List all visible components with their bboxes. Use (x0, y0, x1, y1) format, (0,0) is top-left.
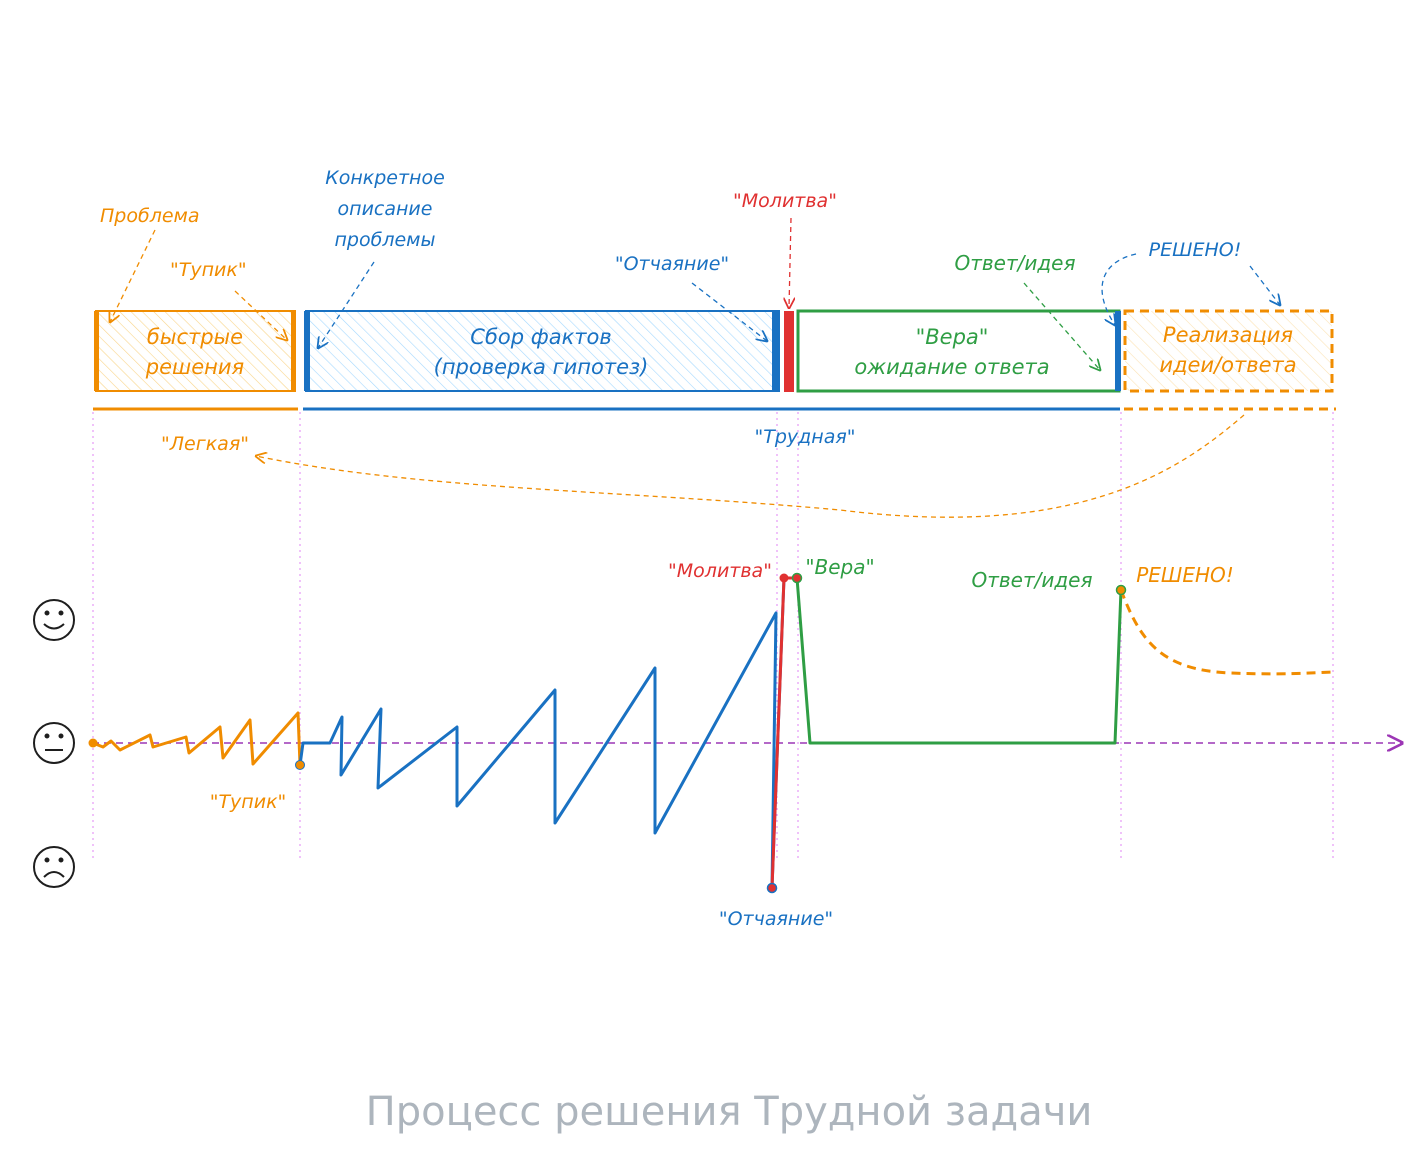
phase-implementation: Реализация идеи/ответа (1123, 309, 1334, 393)
quick-label-2: решения (145, 355, 244, 379)
concrete-label-3: проблемы (335, 229, 436, 251)
solved-top-label: РЕШЕНО! (1149, 239, 1242, 261)
sad-face-icon (33, 846, 75, 888)
start-dot (88, 738, 98, 748)
phase-prayer-marker (784, 311, 794, 392)
mood-curve-prayer (770, 577, 786, 889)
deadend-dot (295, 760, 305, 770)
answer-top-label: Ответ/идея (954, 251, 1075, 275)
problem-arrow (110, 229, 156, 322)
concrete-label-2: описание (338, 198, 433, 220)
deadend-mood-label: "Тупик" (210, 791, 287, 813)
diagram-title: Процесс решения Трудной задачи (366, 1089, 1093, 1135)
despair-top-label: "Отчаяние" (615, 253, 729, 275)
mood-curve-easy (92, 711, 302, 766)
solved-dot (1115, 584, 1127, 596)
concrete-arrow (318, 261, 375, 348)
despair-mood-label: "Отчаяние" (719, 908, 833, 930)
solved-mood-label: РЕШЕНО! (1136, 563, 1234, 587)
phase-quick-solutions: быстрые решения (94, 310, 296, 392)
easy-curve-arrow (256, 414, 1245, 518)
faith-label-1: "Вера" (916, 325, 989, 349)
impl-label-2: идеи/ответа (1159, 353, 1296, 377)
despair-arrow (691, 282, 767, 341)
hard-label: "Трудная" (754, 426, 855, 448)
prayer-top-label: "Молитва" (733, 190, 837, 212)
happy-face-icon (33, 599, 75, 641)
facts-label-2: (проверка гипотез) (434, 355, 649, 379)
mood-curve-hard (298, 577, 786, 890)
quick-label-1: быстрые (147, 325, 243, 349)
solved-arrow-left (1101, 253, 1137, 325)
prayer-arrow (789, 217, 791, 308)
problem-label: Проблема (100, 205, 200, 227)
phase-faith: "Вера" ожидание ответа (796, 309, 1121, 393)
phase-fact-gathering: Сбор фактов (проверка гипотез) (304, 310, 780, 392)
deadend-top-label: "Тупик" (170, 259, 247, 281)
answer-mood-label: Ответ/идея (971, 568, 1092, 592)
impl-label-1: Реализация (1163, 323, 1293, 347)
mood-curve-faith (795, 577, 1123, 745)
easy-label: "Легкая" (161, 433, 249, 455)
faith-mood-label: "Вера" (805, 555, 874, 579)
prayer-dot (779, 573, 789, 583)
neutral-face-icon (33, 722, 75, 764)
solved-arrow-right (1249, 265, 1280, 305)
faith-label-2: ожидание ответа (854, 355, 1049, 379)
facts-label-1: Сбор фактов (470, 325, 611, 349)
faith-dot (791, 572, 803, 584)
despair-dot (766, 882, 778, 894)
answer-arrow (1023, 282, 1100, 370)
prayer-mood-label: "Молитва" (668, 560, 772, 582)
deadend-top-arrow (234, 290, 287, 340)
concrete-label-1: Конкретное (325, 167, 445, 189)
mood-curve-implementation (1119, 589, 1334, 676)
